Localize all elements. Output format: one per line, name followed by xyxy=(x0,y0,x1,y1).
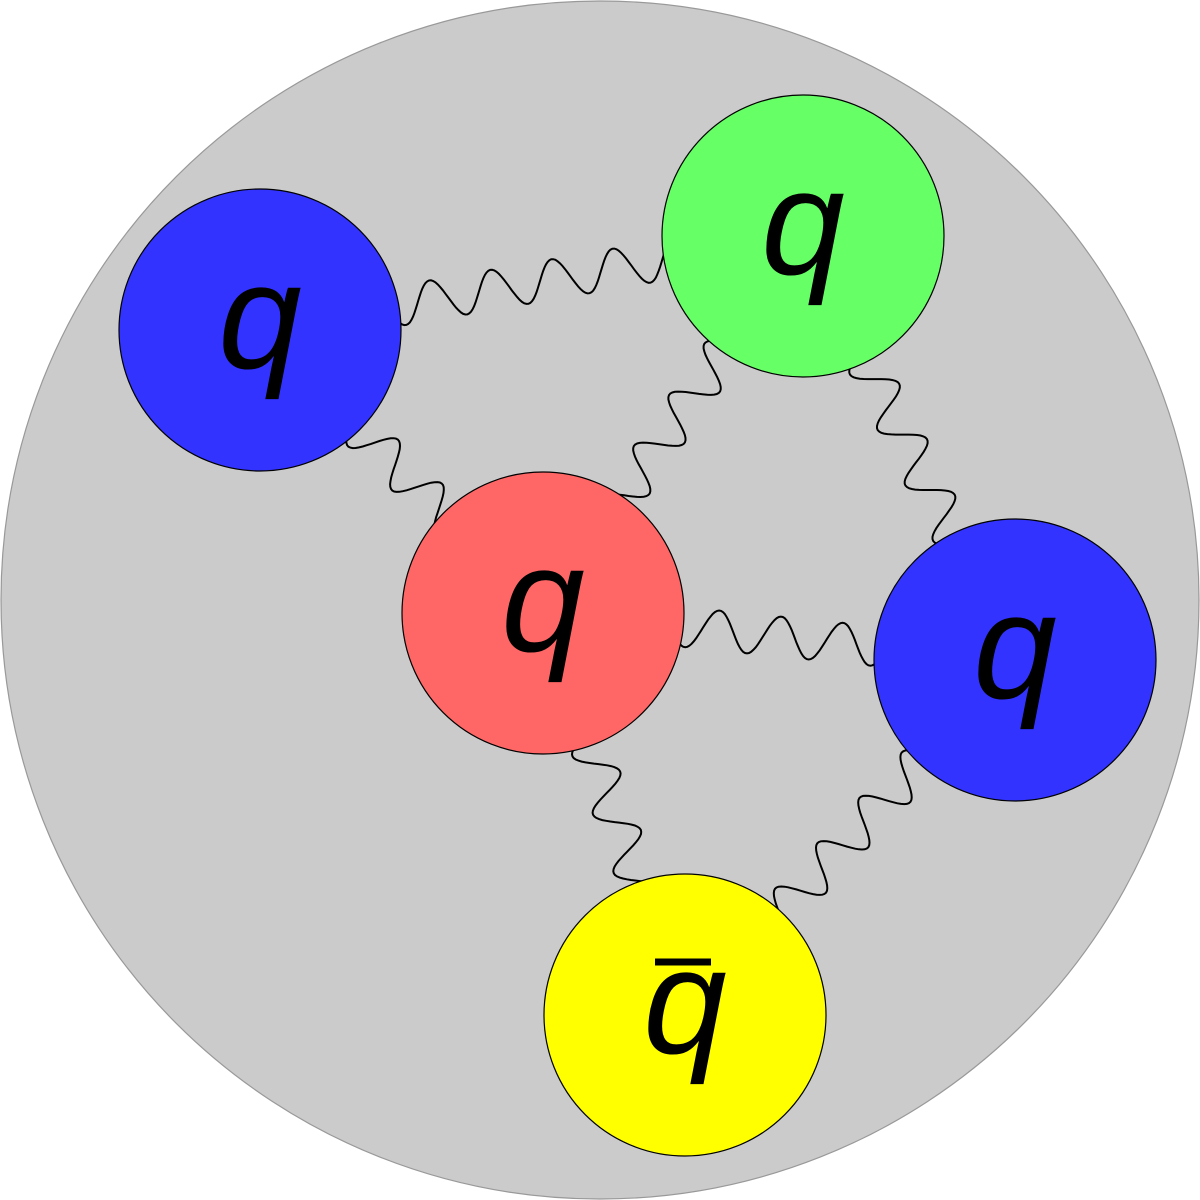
quark-label: q xyxy=(761,138,844,306)
quark-circle xyxy=(873,518,1157,802)
quark-q3: q xyxy=(401,471,685,755)
antiquark-q5: q xyxy=(543,873,827,1157)
gluon-line-q3-q5 xyxy=(570,733,661,888)
gluon-line-q4-q5 xyxy=(772,749,928,932)
gluon-line-q2-q3 xyxy=(601,339,730,499)
quark-label: q xyxy=(218,232,301,400)
quark-label: q xyxy=(643,917,726,1085)
gluon-line-q1-q3 xyxy=(345,420,445,537)
gluon-layer xyxy=(345,238,957,932)
quark-circle xyxy=(118,188,402,472)
quark-circle xyxy=(543,873,827,1157)
gluon-line-q1-q2 xyxy=(386,238,673,327)
quark-label: q xyxy=(973,562,1056,730)
quark-layer: q q q q q xyxy=(118,94,1157,1157)
quark-circle xyxy=(401,471,685,755)
quark-q1: q xyxy=(118,188,402,472)
quark-q2: q xyxy=(661,94,945,378)
quark-circle xyxy=(661,94,945,378)
gluon-line-q2-q4 xyxy=(848,350,957,547)
quark-q4: q xyxy=(873,518,1157,802)
gluon-line-q3-q4 xyxy=(670,609,887,667)
quark-label: q xyxy=(501,515,584,683)
